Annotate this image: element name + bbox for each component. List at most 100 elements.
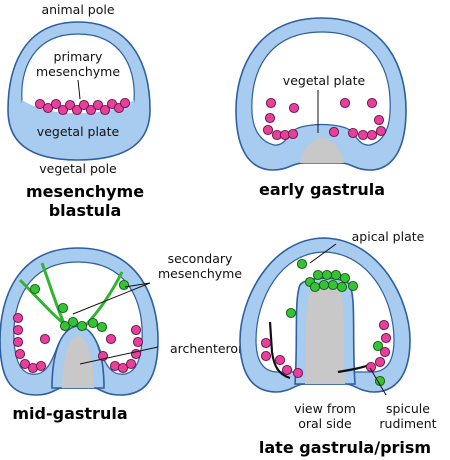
title-late-gastrula-prism: late gastrula/prism — [259, 438, 431, 457]
pmc-cell — [71, 104, 83, 116]
smc-cell — [339, 272, 351, 284]
pmc-cell — [12, 336, 24, 348]
pmc-cell — [265, 97, 277, 109]
smc-cell — [318, 279, 330, 291]
label-oral-side: oral side — [298, 416, 352, 431]
label-animal-pole: animal pole — [41, 2, 114, 17]
pmc-cell — [57, 104, 69, 116]
label-view-from: view from — [294, 401, 356, 416]
label-vegetal-pole: vegetal pole — [39, 161, 117, 176]
label-primary: primary — [54, 49, 104, 64]
pmc-cell — [78, 99, 90, 111]
smc-cell — [29, 283, 41, 295]
pmc-cell — [262, 124, 274, 136]
primary-mesenchyme-cells — [34, 97, 131, 116]
smc-cell — [347, 280, 359, 292]
pmc-cell — [99, 104, 111, 116]
spicule-rudiment-pointer — [369, 367, 387, 396]
smc-cell — [285, 307, 297, 319]
secondary-mesenchyme-pointer — [72, 282, 151, 315]
pmc-cell — [328, 126, 340, 138]
pmc-cell — [366, 97, 378, 109]
pmc-cell — [42, 102, 54, 114]
pmc-cell — [292, 367, 304, 379]
title-mid-gastrula: mid-gastrula — [12, 404, 127, 423]
pmc-cell — [130, 324, 142, 336]
mid-gastrula-pmc-cells — [12, 312, 144, 374]
filopodium — [40, 262, 67, 327]
pmc-cell — [281, 364, 293, 376]
smc-cell — [118, 279, 130, 291]
panel-mesenchyme-blastula: animal pole primary mesenchyme vegetal p… — [7, 2, 151, 220]
panel-late-gastrula: apical plate view from oral side spicule… — [239, 229, 437, 457]
label-rudiment: rudiment — [379, 416, 436, 431]
primary-mesenchyme-pointer — [77, 79, 81, 100]
early-gastrula-pmc-cells — [262, 97, 387, 141]
pmc-cell — [274, 354, 286, 366]
pmc-cell — [347, 127, 359, 139]
smc-cell — [372, 340, 384, 352]
smc-cell — [296, 258, 308, 270]
label-apical-plate: apical plate — [352, 229, 425, 244]
panel-early-gastrula: vegetal plate early gastrula — [235, 17, 407, 199]
smc-cell — [330, 269, 342, 281]
pmc-cell — [339, 97, 351, 109]
early-archenteron — [300, 138, 344, 163]
late-archenteron — [305, 287, 345, 384]
panel-mid-gastrula: secondary mesenchyme archenteron mid-gas… — [0, 247, 246, 423]
label-vegetal-plate: vegetal plate — [37, 124, 120, 139]
pmc-cell — [287, 128, 299, 140]
pmc-cell — [132, 336, 144, 348]
pmc-cell — [119, 97, 131, 109]
apical-plate-pointer — [309, 243, 337, 264]
pmc-cell — [375, 125, 387, 137]
pmc-cell — [380, 332, 392, 344]
pmc-cell — [288, 102, 300, 114]
smc-cell — [59, 320, 71, 332]
mid-archenteron — [62, 336, 94, 388]
smc-cell — [96, 321, 108, 333]
label-mesenchyme: mesenchyme — [158, 266, 242, 281]
early-gastrula-blastocoel — [251, 31, 391, 146]
label-vegetal-plate: vegetal plate — [283, 73, 366, 88]
smc-cell — [67, 316, 79, 328]
pmc-cell — [378, 319, 390, 331]
title-early-gastrula: early gastrula — [259, 180, 385, 199]
pmc-cell — [264, 112, 276, 124]
pmc-cell — [14, 348, 26, 360]
pmc-cell — [50, 98, 62, 110]
label-mesenchyme: mesenchyme — [36, 64, 120, 79]
smc-cell — [312, 269, 324, 281]
smc-cell — [76, 320, 88, 332]
mid-secondary-mesenchyme-cells — [29, 279, 130, 333]
smc-cell — [309, 281, 321, 293]
pmc-cell — [64, 99, 76, 111]
late-secondary-mesenchyme-cells — [285, 258, 386, 387]
title-blastula: blastula — [49, 201, 122, 220]
pmc-cell — [125, 358, 137, 370]
label-archenteron: archenteron — [170, 341, 246, 356]
smc-cell — [336, 281, 348, 293]
pmc-cell — [373, 114, 385, 126]
pmc-cell — [379, 346, 391, 358]
pmc-cell — [260, 350, 272, 362]
pmc-cell — [374, 356, 386, 368]
pmc-cell — [260, 337, 272, 349]
smc-cell — [87, 317, 99, 329]
late-gastrula-pmc-cells — [260, 319, 392, 379]
title-mesenchyme: mesenchyme — [26, 182, 144, 201]
pmc-cell — [39, 333, 51, 345]
pmc-cell — [35, 360, 47, 372]
pmc-cell — [12, 324, 24, 336]
spicule-rudiment — [268, 321, 291, 380]
pmc-cell — [92, 99, 104, 111]
smc-cell — [321, 269, 333, 281]
archenteron-pointer — [79, 346, 159, 365]
label-spicule: spicule — [386, 401, 430, 416]
pmc-cell — [366, 129, 378, 141]
smc-cell — [57, 302, 69, 314]
label-secondary: secondary — [168, 251, 233, 266]
pmc-cell — [19, 358, 31, 370]
